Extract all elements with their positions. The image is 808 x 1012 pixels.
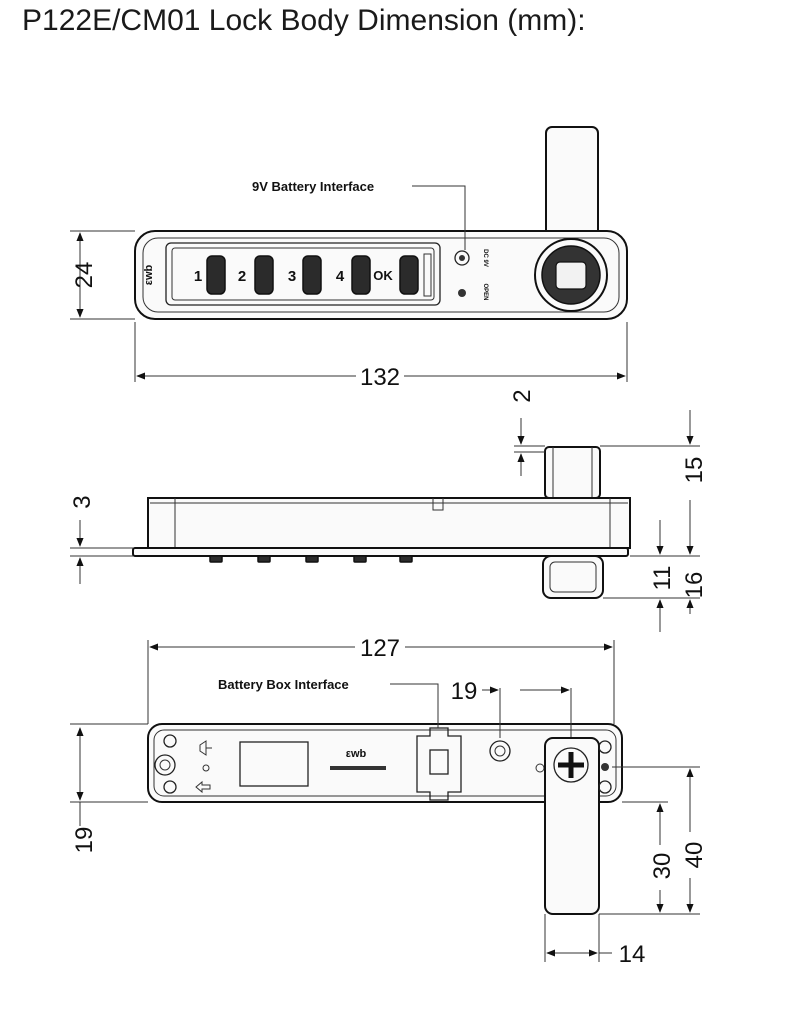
front-lock-bevel	[142, 237, 620, 313]
battery-box-leader	[390, 683, 439, 728]
back-screw-bottom-right	[598, 780, 612, 794]
dc-label: DC 9V	[482, 249, 488, 267]
back-screw-top-right	[598, 740, 612, 754]
keypad-inner	[171, 247, 435, 301]
keypad-side-strip	[423, 253, 432, 297]
handle-screw	[553, 747, 589, 783]
key-label-4: 4	[336, 268, 345, 285]
back-port-left-inner	[159, 759, 171, 771]
handle-screw-cross	[558, 752, 584, 778]
back-lock-body	[147, 723, 623, 803]
battery-box-connector	[429, 749, 449, 775]
key-label-1: 1	[194, 268, 202, 285]
front-handle	[545, 126, 599, 240]
dim-back-offset: 19	[451, 678, 478, 705]
battery-9v-leader	[412, 185, 466, 250]
battery-box-callout: Battery Box Interface	[218, 677, 349, 692]
side-key-bump-4	[353, 555, 367, 563]
side-key-bump-1	[209, 555, 223, 563]
key-1	[206, 255, 226, 295]
key-ok	[399, 255, 419, 295]
side-key-bump-5	[399, 555, 413, 563]
key-label-ok: OK	[373, 268, 393, 283]
dim-back-handle-40: 40	[681, 842, 708, 869]
side-notch	[432, 498, 444, 511]
back-hole	[489, 740, 511, 762]
open-button-icon	[458, 289, 466, 297]
indicator-icon	[202, 764, 210, 772]
battery-9v-terminal-core	[459, 255, 465, 261]
back-port-left	[154, 754, 176, 776]
key-label-3: 3	[288, 268, 296, 285]
dim-front-width: 132	[360, 364, 400, 391]
side-lock-body	[147, 497, 631, 549]
side-handle-inner	[549, 561, 597, 593]
front-brand: εwb	[143, 264, 155, 285]
front-view: εwb 1 2 3 4 OK DC 9V OPEN 9V Battery Int…	[70, 126, 628, 391]
dim-front-height: 24	[71, 262, 98, 289]
dim-handle-width: 14	[619, 941, 646, 968]
dim-back-left-height: 19	[71, 827, 98, 854]
back-lock-bevel	[153, 729, 617, 797]
front-lock-body	[134, 230, 628, 320]
open-label: OPEN	[482, 283, 488, 300]
side-key-bump-3	[305, 555, 319, 563]
side-handle-bottom	[542, 555, 604, 599]
side-key-bump-2	[257, 555, 271, 563]
front-knob-grip	[555, 261, 587, 290]
back-hole-inner	[494, 745, 506, 757]
key-4	[351, 255, 371, 295]
speaker-icon	[199, 740, 212, 756]
dim-back-handle-30: 30	[649, 853, 676, 880]
dim-side-left: 3	[69, 495, 96, 508]
back-website-strip	[330, 766, 386, 770]
side-base-plate	[132, 547, 629, 557]
back-center-dot	[601, 763, 609, 771]
dim-side-right-mid: 11	[649, 566, 676, 591]
key-2	[254, 255, 274, 295]
page-title: P122E/CM01 Lock Body Dimension (mm):	[22, 4, 586, 37]
side-view: 2 3 15 11 16	[69, 389, 708, 632]
battery-9v-callout: 9V Battery Interface	[252, 179, 374, 194]
key-3	[302, 255, 322, 295]
back-brand: εwb	[346, 748, 367, 760]
back-screw-bottom-left	[163, 780, 177, 794]
back-view: 127 εwb Battery Box Interface 19	[70, 635, 708, 968]
dim-side-right-upper: 15	[681, 457, 708, 484]
key-label-2: 2	[238, 268, 246, 285]
dim-side-top-gap: 2	[509, 389, 536, 402]
dim-side-right-lower: 16	[681, 572, 708, 599]
battery-9v-terminal	[454, 250, 470, 266]
keypad-panel	[165, 242, 441, 306]
back-screw-top-left	[163, 734, 177, 748]
back-window	[239, 741, 309, 787]
battery-box-socket	[416, 727, 462, 801]
back-handle	[544, 737, 600, 915]
dim-back-width: 127	[360, 635, 400, 662]
arrow-left-icon	[195, 780, 211, 794]
